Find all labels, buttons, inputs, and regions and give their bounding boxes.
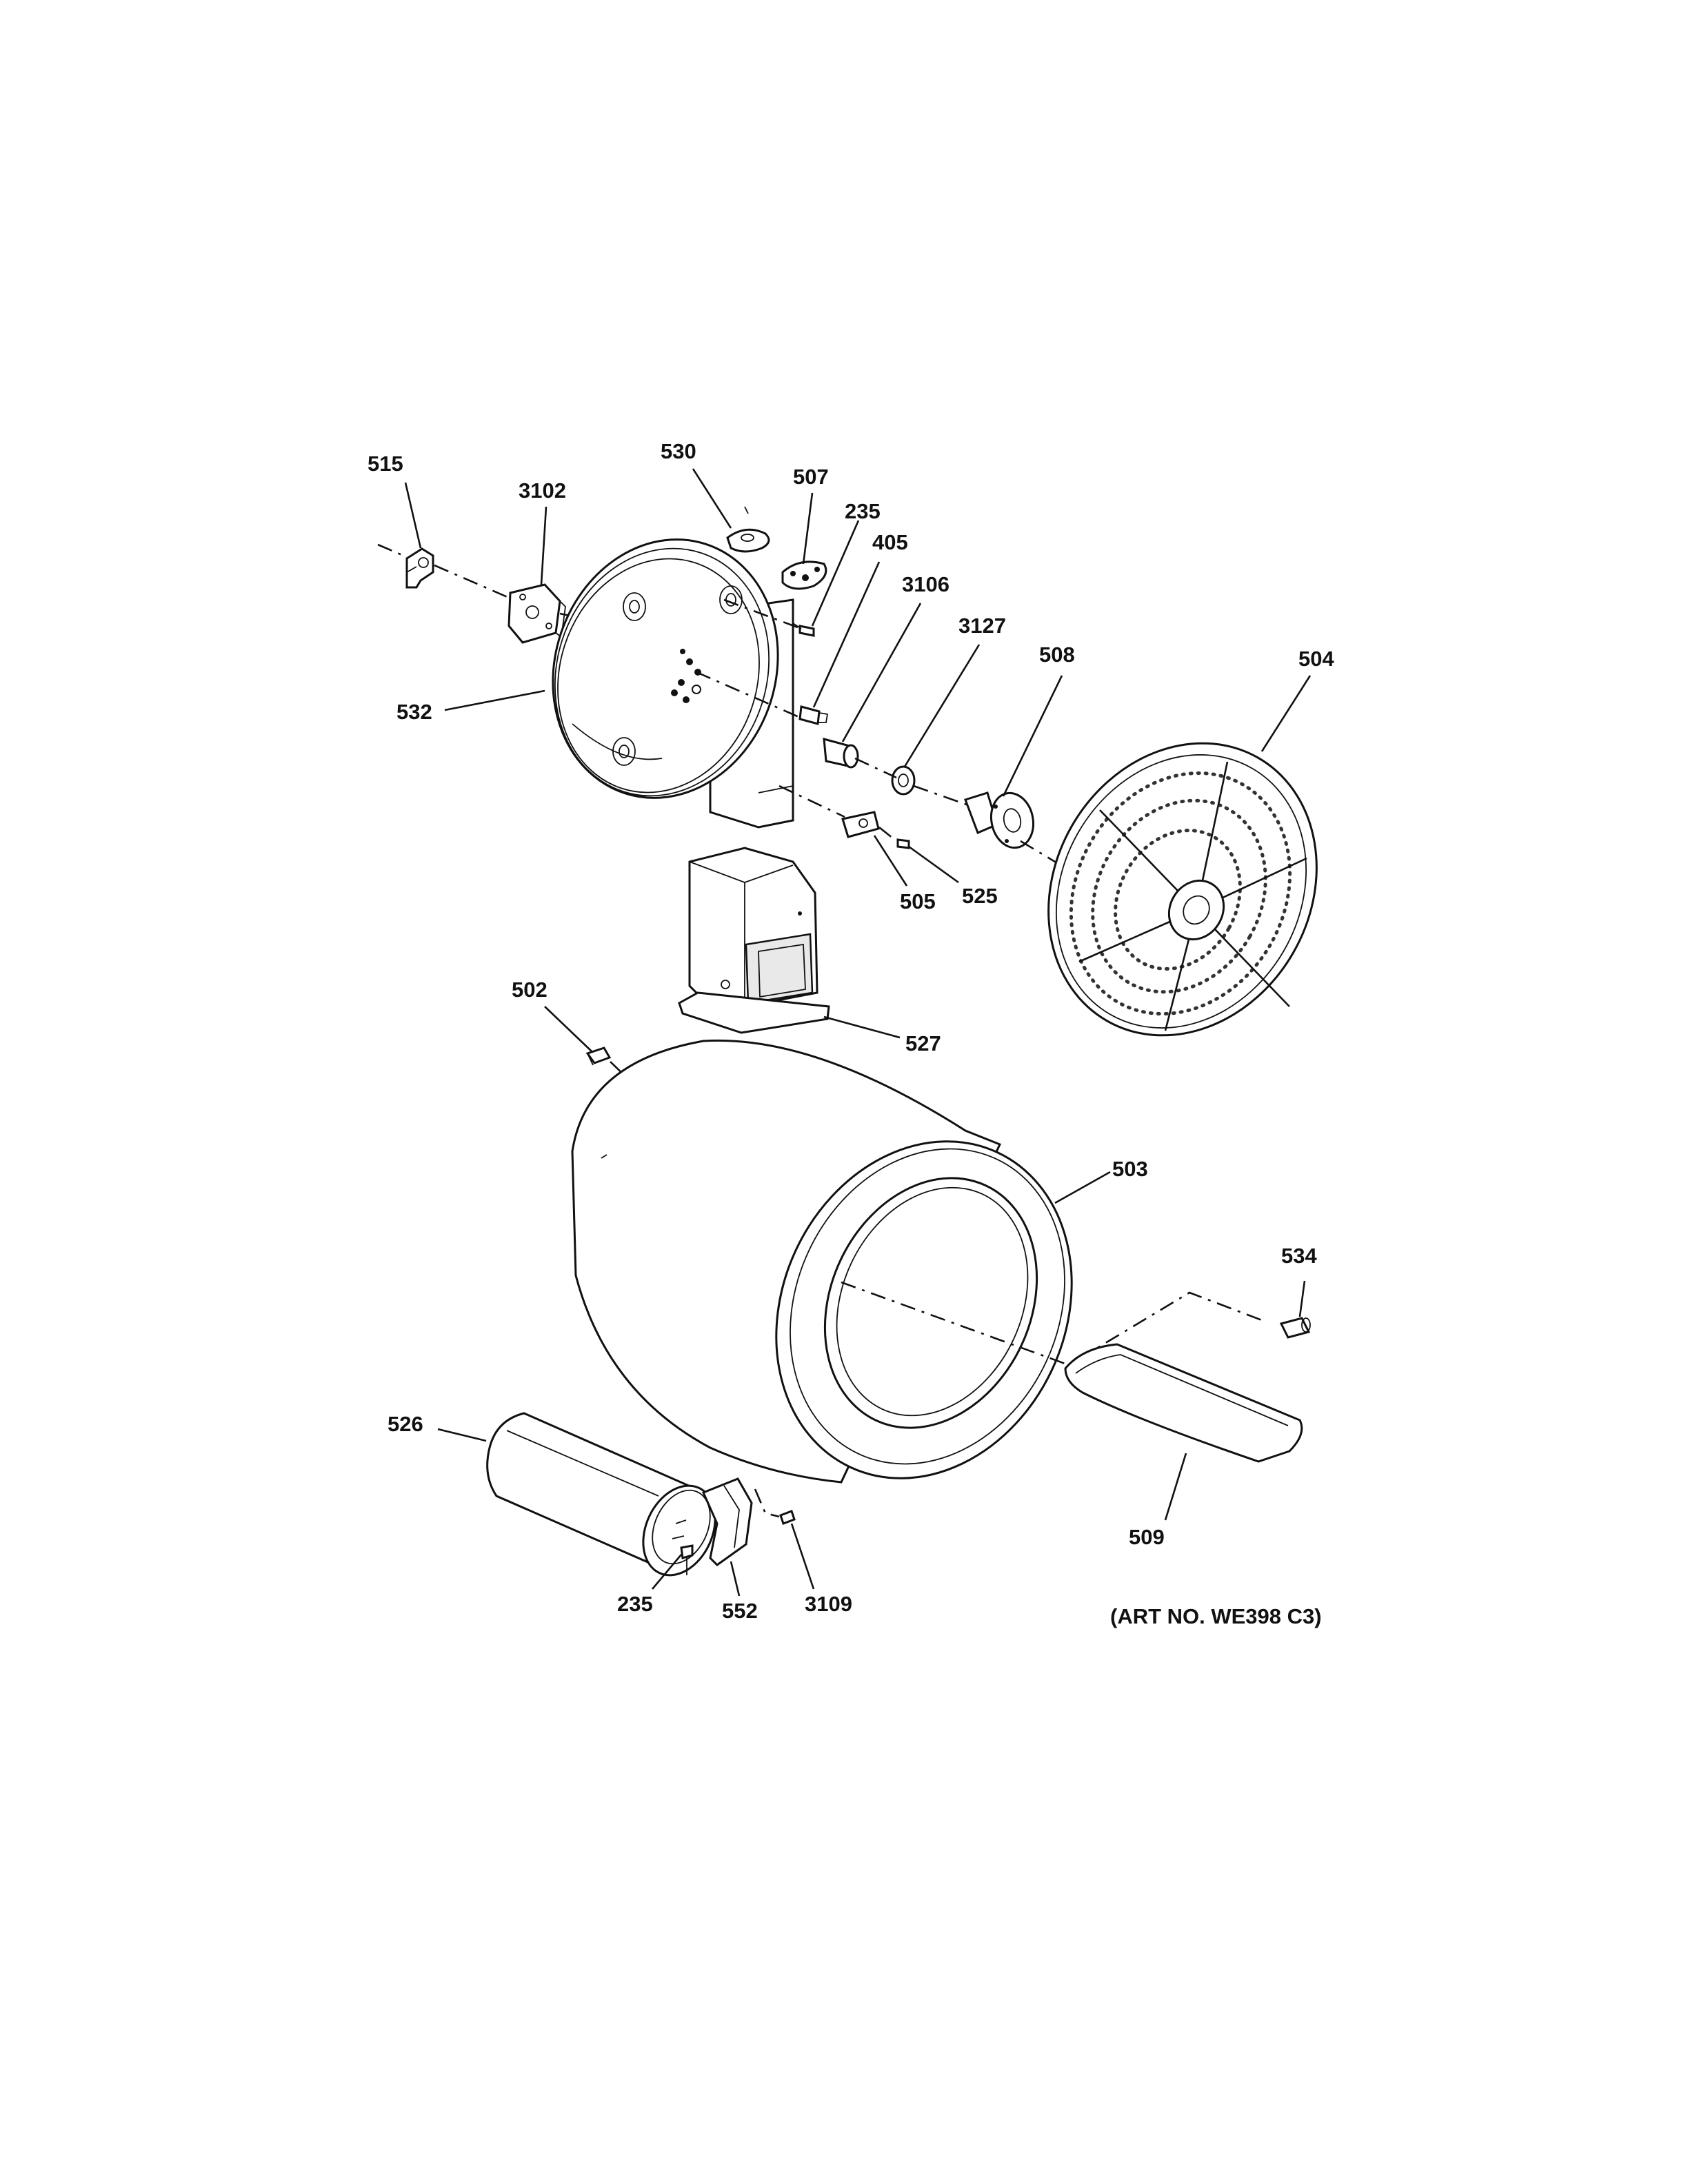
part-526-heater-housing[interactable]: [486, 1412, 730, 1587]
part-508-shaft-hub[interactable]: [964, 789, 1038, 852]
part-504-drum-rear-panel[interactable]: [996, 694, 1369, 1084]
callout-3127: 3127: [958, 614, 1006, 638]
callout-leaders: [404, 468, 1312, 1597]
callout-3102: 3102: [519, 478, 566, 503]
callout-552: 552: [722, 1599, 758, 1623]
callout-508: 508: [1039, 643, 1075, 667]
part-530-clip[interactable]: [726, 506, 770, 553]
part-534-screw[interactable]: [1279, 1317, 1311, 1339]
callout-515: 515: [368, 452, 403, 476]
callout-3109: 3109: [805, 1592, 852, 1616]
callout-503: 503: [1112, 1157, 1148, 1181]
callout-505: 505: [900, 889, 936, 913]
part-235-screw-top[interactable]: [792, 623, 815, 637]
leader-dash-508: [1020, 840, 1073, 873]
part-525-screw[interactable]: [896, 838, 910, 849]
part-552-bracket[interactable]: [701, 1477, 753, 1566]
part-3106-spacer[interactable]: [823, 737, 859, 769]
leader-dash-3109: [754, 1488, 780, 1518]
part-235-screw-bottom[interactable]: [680, 1544, 694, 1575]
callout-526: 526: [388, 1412, 423, 1436]
leader-dash-505: [778, 785, 845, 818]
callout-534: 534: [1281, 1244, 1317, 1268]
part-515-bracket[interactable]: [405, 547, 434, 589]
callout-507: 507: [793, 465, 829, 489]
part-3109-screw[interactable]: [779, 1510, 796, 1525]
callout-235-bottom: 235: [617, 1592, 653, 1616]
callout-527: 527: [905, 1031, 941, 1055]
part-405-bolt[interactable]: [798, 705, 829, 725]
leader-dash-515: [377, 543, 514, 601]
part-502-screw[interactable]: [585, 1046, 612, 1066]
callout-509: 509: [1129, 1525, 1165, 1549]
leader-dash-507: [723, 598, 807, 632]
callout-532: 532: [396, 700, 432, 724]
callout-3106: 3106: [902, 572, 950, 596]
callout-labels: 515 3102 530 507 235 405 3106 3127 508 5…: [368, 439, 1334, 1623]
callout-405: 405: [872, 530, 908, 554]
part-527-duct[interactable]: [678, 847, 830, 1034]
part-503-drum[interactable]: [571, 1039, 1125, 1527]
part-3127-washer[interactable]: [891, 765, 916, 796]
callout-530: 530: [661, 439, 696, 463]
leader-dash-525: [878, 826, 897, 842]
part-507-bearing[interactable]: [781, 560, 827, 590]
leader-dash-509: [841, 1281, 1263, 1366]
callout-502: 502: [512, 978, 547, 1002]
leader-dash-axle: [696, 671, 807, 722]
leader-dash-shaft: [854, 757, 973, 808]
callout-235-top: 235: [845, 499, 881, 523]
callout-504: 504: [1298, 647, 1334, 671]
part-509-baffle[interactable]: [1064, 1343, 1303, 1463]
callout-525: 525: [962, 884, 998, 908]
part-3102-plate[interactable]: [508, 583, 566, 644]
part-505-clamp[interactable]: [841, 811, 880, 838]
part-532-rear-bulkhead[interactable]: [520, 510, 811, 829]
art-number: (ART NO. WE398 C3): [1110, 1604, 1322, 1628]
